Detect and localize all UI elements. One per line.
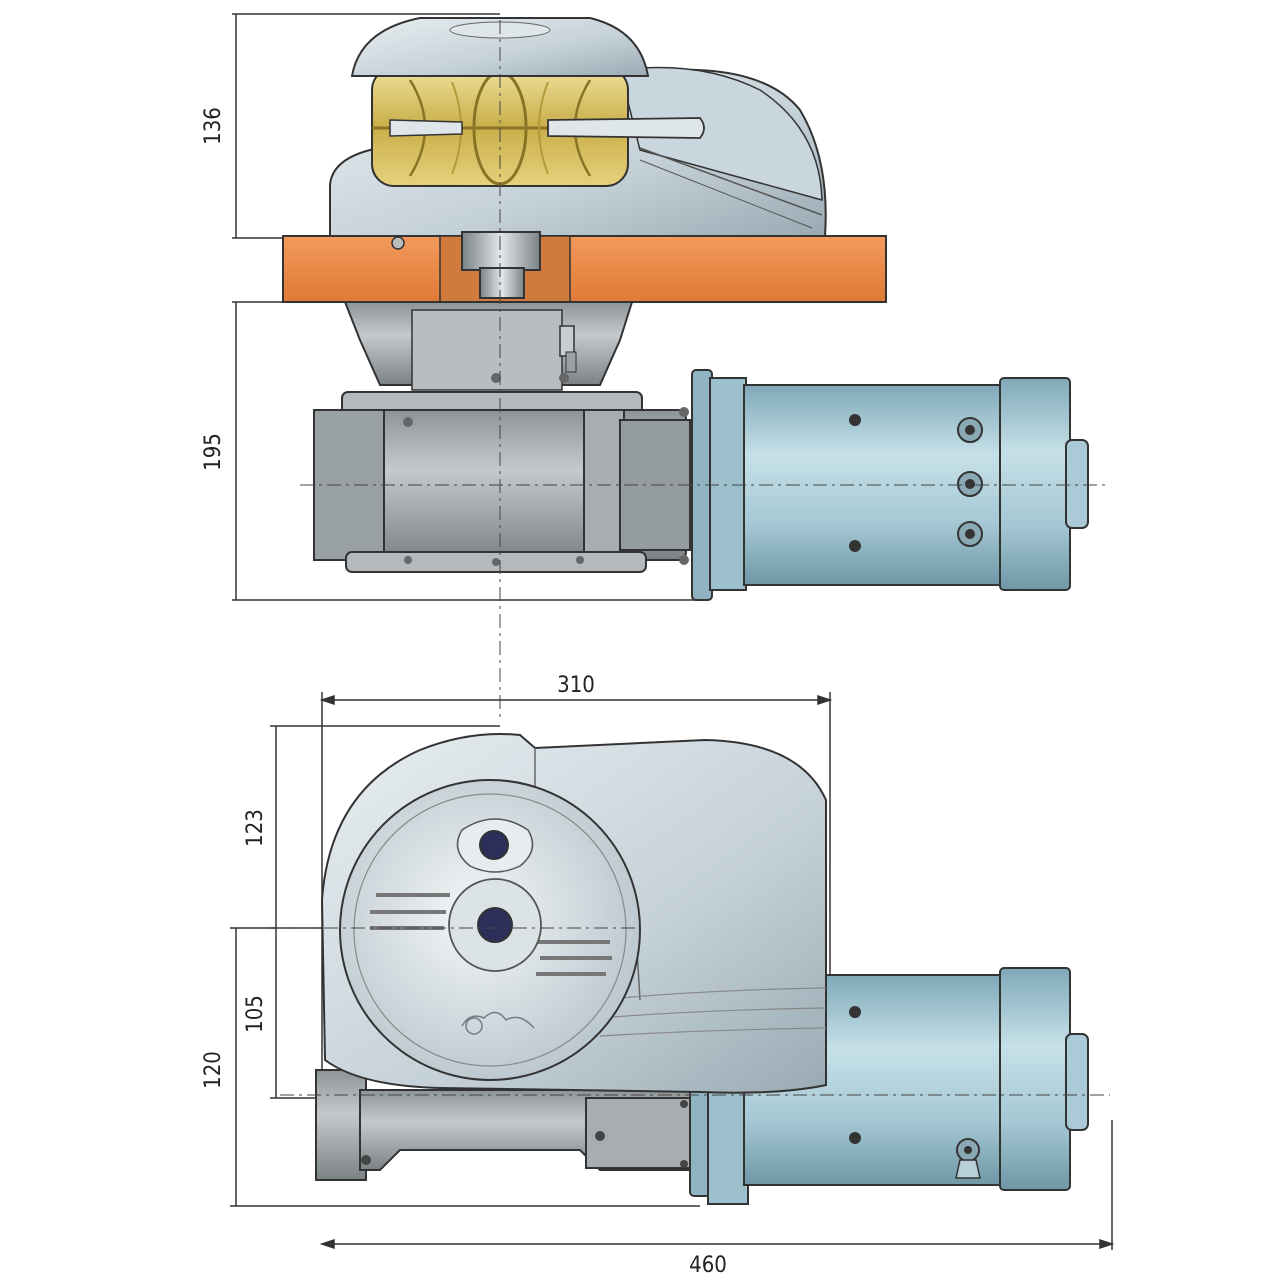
deck-plate [282, 235, 887, 303]
dim-label-120: 120 [201, 1051, 226, 1089]
dimension-overall-width [319, 1120, 1115, 1250]
side-view: 136 195 [201, 13, 1110, 720]
mounting-flange [343, 301, 634, 391]
plan-gearbox [315, 1069, 701, 1181]
dim-label-136: 136 [201, 107, 226, 145]
centerlines [300, 20, 1110, 720]
plan-view: 310 123 105 120 460 [201, 673, 1115, 1278]
dimension-base-height [230, 927, 700, 1207]
main-shaft [391, 231, 541, 299]
stripper-arm [389, 117, 705, 139]
dim-label-310: 310 [557, 673, 595, 698]
gearbox [313, 373, 691, 573]
dim-label-460: 460 [689, 1253, 727, 1278]
plan-drum-face [339, 779, 641, 1081]
dim-label-105: 105 [243, 995, 268, 1033]
dimension-top-height [232, 13, 500, 239]
dim-label-195: 195 [201, 433, 226, 471]
dim-label-123: 123 [243, 809, 268, 847]
plan-centerlines [270, 927, 1110, 1096]
